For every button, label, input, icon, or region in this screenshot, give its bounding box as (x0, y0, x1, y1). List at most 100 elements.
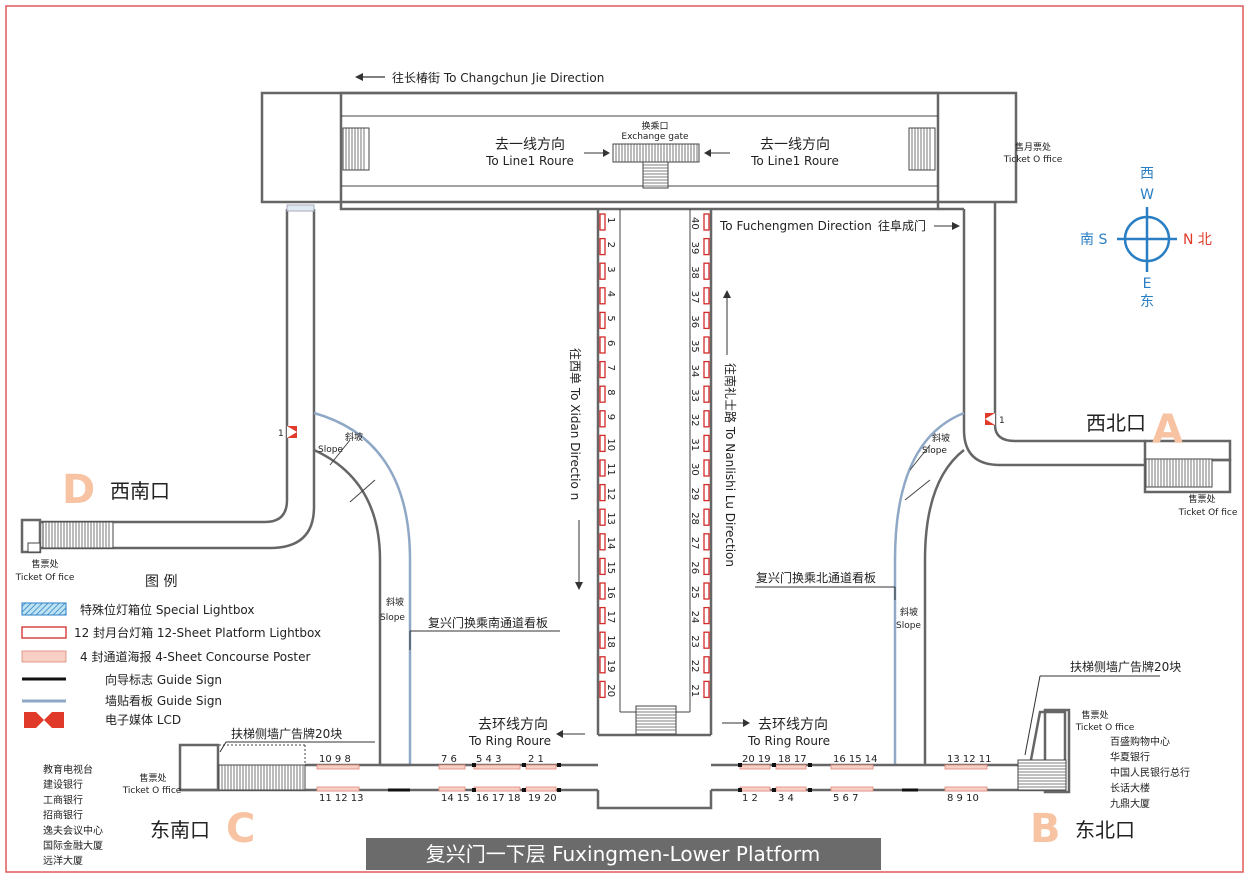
poster-divider (808, 763, 812, 767)
platform-lightbox-number: 10 (605, 438, 616, 451)
platform-lightbox (599, 459, 606, 477)
ticket-office-a-cn: 售票处 (1188, 493, 1215, 505)
poster-divider (557, 763, 561, 767)
svg-text:1: 1 (278, 429, 284, 439)
line1-left-cn: 去一线方向 (495, 137, 565, 153)
concourse-poster-number: 2 1 (528, 754, 544, 765)
svg-text:Exchange gate: Exchange gate (621, 132, 689, 142)
concourse-poster-number: 5 6 7 (833, 793, 858, 804)
concourse-poster (739, 786, 771, 792)
footer-title: 复兴门一下层 Fuxingmen-Lower Platform (366, 838, 881, 870)
platform-lightbox-number: 8 (605, 389, 616, 395)
platform-lightbox (599, 410, 606, 428)
north-board-label: 复兴门换乘北通道看板 (756, 570, 876, 585)
platform-lightbox (599, 434, 606, 453)
platform-lightbox (599, 237, 606, 256)
poster-divider (772, 763, 776, 767)
right-corridor: 售票处 Ticket Of fice 西北口 A 1 (938, 202, 1238, 518)
svg-text:To Fuchengmen Direction: To Fuchengmen Direction (719, 219, 872, 233)
concourse-poster (438, 786, 466, 792)
concourse-poster-number: 10 9 8 (319, 754, 351, 765)
concourse-poster (438, 764, 466, 770)
concourse-poster (316, 764, 360, 770)
svg-text:Slope: Slope (380, 613, 405, 623)
poster-divider (738, 763, 742, 767)
left-corridor: 售票处 Ticket Of fice D 西南口 1 (15, 204, 316, 583)
south-board-label: 复兴门换乘南通道看板 (428, 615, 548, 630)
lcd-left: 1 (278, 426, 297, 439)
line1-left-en: To Line1 Roure (485, 154, 574, 168)
concourse-poster-number: 20 19 (742, 754, 771, 765)
concourse-poster (473, 764, 521, 770)
left-slope: 斜坡 Slope 斜坡 Slope (313, 411, 412, 765)
platform-lightbox (599, 213, 606, 231)
platform-lightbox-number: 12 (605, 488, 616, 501)
concourse-poster-number: 16 17 18 (476, 793, 521, 804)
platform-lightbox-number: 37 (689, 291, 700, 304)
platform-lightbox-number: 17 (605, 611, 616, 624)
platform-lightbox (599, 336, 606, 354)
svg-text:E: E (1143, 276, 1152, 292)
ticket-office-c-cn: 售票处 (139, 772, 166, 784)
svg-text:Slope: Slope (922, 446, 947, 456)
legend-special-swatch (21, 602, 67, 616)
exit-b-letter: B (1030, 806, 1061, 852)
platform-lightbox-number: 18 (605, 635, 616, 648)
bottom-corridor: 售票处 Ticket O ffice 东南口 C 售票处 Ticket O ff… (122, 708, 1135, 852)
line1-right-en: To Line1 Roure (750, 154, 839, 168)
platform-lightbox-number: 22 (689, 660, 700, 673)
platform-lightbox-number: 20 (605, 684, 616, 697)
platform-lightbox (599, 311, 606, 330)
platform-lightbox (703, 237, 710, 256)
concourse-poster-number: 3 4 (778, 793, 794, 804)
platform-lightbox (703, 360, 710, 379)
platform-lightbox-number: 32 (689, 414, 700, 427)
platform-stairs (635, 705, 677, 735)
concourse-poster (525, 786, 557, 792)
concourse-poster-number: 14 15 (441, 793, 470, 804)
svg-text:墙贴看板 Guide Sign: 墙贴看板 Guide Sign (105, 694, 222, 708)
platform-lightbox-number: 36 (689, 315, 700, 328)
monthly-ticket-office-cn: 售月票处 (1015, 141, 1051, 153)
platform-lightbox-number: 14 (605, 537, 616, 550)
platform-lightbox-number: 29 (689, 488, 700, 501)
platform-lightbox-number: 6 (605, 340, 616, 346)
compass: 西 W E 东 南 S N 北 (1080, 166, 1212, 310)
platform-lightbox (599, 287, 606, 305)
exit-c-list-item: 逸夫会议中心 (43, 824, 103, 837)
platform-lightbox (599, 656, 606, 674)
platform-lightbox (703, 287, 710, 305)
platform-lightbox-number: 5 (605, 315, 616, 321)
platform-lightbox-number: 28 (689, 512, 700, 525)
svg-text:4 封通道海报 4-Sheet Concourse Po: 4 封通道海报 4-Sheet Concourse Poster (80, 649, 310, 664)
svg-text:To Ring Roure: To Ring Roure (747, 734, 830, 748)
platform-lightbox (703, 213, 710, 231)
legend-4sheet-swatch (21, 650, 67, 663)
platform-lightbox-number: 26 (689, 561, 700, 574)
exit-b-name: 东北口 (1075, 818, 1135, 842)
svg-text:去环线方向: 去环线方向 (758, 717, 828, 733)
platform-lightbox (599, 483, 606, 502)
svg-text:W: W (1140, 187, 1154, 203)
platform-lightbox-number: 30 (689, 463, 700, 476)
ticket-office-b-cn: 售票处 (1081, 709, 1108, 721)
platform-lightbox (703, 631, 710, 649)
concourse-poster (830, 764, 874, 770)
legend: 图 例 特殊位灯箱位 Special Lightbox 12 封月台灯箱 12-… (21, 574, 321, 728)
svg-text:To Ring Roure: To Ring Roure (468, 734, 551, 748)
poster-divider (772, 788, 776, 792)
escalator-left-label: 扶梯侧墙广告牌20块 (231, 726, 342, 741)
platform-lightbox (703, 385, 710, 403)
platform-lightbox (703, 262, 710, 280)
ticket-office-b-en: Ticket O ffice (1075, 723, 1135, 733)
platform-lightbox (703, 656, 710, 674)
legend-12sheet-swatch (21, 626, 67, 639)
platform-lightbox-number: 16 (605, 586, 616, 599)
svg-text:斜坡: 斜坡 (386, 596, 404, 608)
stairs-right (908, 127, 936, 171)
platform-lightbox (599, 680, 606, 699)
platform-lightbox-number: 24 (689, 611, 700, 624)
svg-text:南 S: 南 S (1080, 232, 1107, 248)
ticket-office-d-en: Ticket Of fice (15, 573, 75, 583)
